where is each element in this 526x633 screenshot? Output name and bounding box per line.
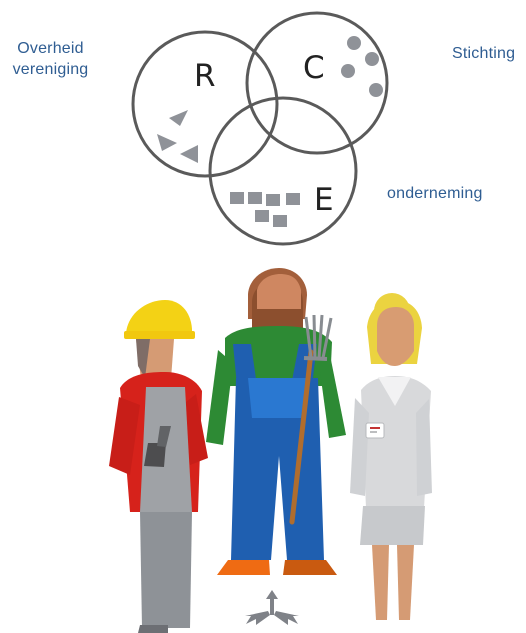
label-stichting: Stichting [452,45,516,62]
label-overheid-vereniging: Overheid vereniging [7,38,94,80]
venn-letter-c: C [303,50,325,86]
venn-letter-e: E [314,182,334,218]
venn-diagram: R C E [131,11,389,246]
dot-shapes-icon [341,36,383,97]
people-illustration [109,268,432,633]
label-vereniging: vereniging [12,61,89,78]
farmer-figure [206,268,346,575]
businesswoman-figure [350,293,432,620]
label-overheid: Overheid [17,40,84,57]
venn-letter-r: R [194,58,216,94]
venn-circle-e [208,96,358,246]
square-shapes-icon [230,192,300,227]
venn-circle-r [131,30,279,178]
venn-circle-c [245,11,389,155]
triangle-shapes-icon [157,110,198,163]
label-onderneming: onderneming [387,185,483,202]
worker-figure [109,300,208,633]
three-way-arrows-icon [245,590,299,625]
